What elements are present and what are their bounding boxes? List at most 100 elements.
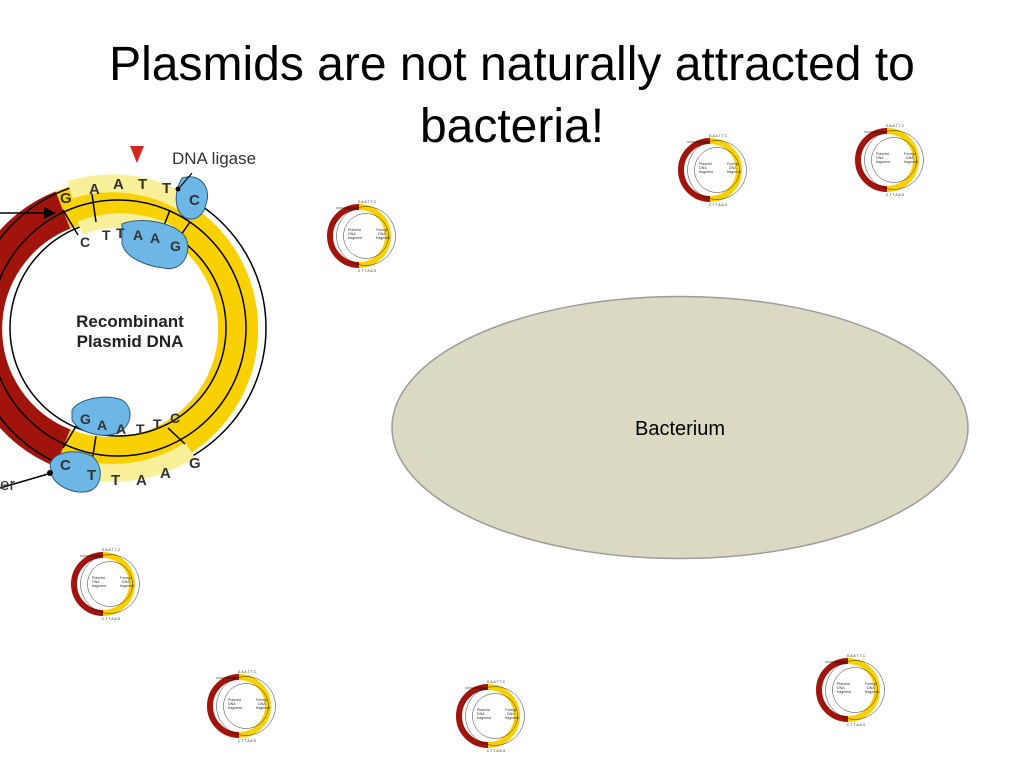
- base-letter: T: [116, 225, 125, 241]
- base-letter: A: [97, 417, 107, 433]
- base-letter: A: [150, 230, 160, 246]
- recombinant-plasmid-diagram: DNA ligase Recombinant Plasmid DNA er G …: [0, 146, 267, 494]
- dna-ligase-blob-top: [175, 176, 208, 220]
- base-letter: T: [138, 176, 147, 193]
- svg-text:DNA: DNA: [876, 156, 884, 160]
- small-plasmid-icon: G A A T T C C T T A A G Plasmid DNA frag…: [816, 654, 885, 727]
- svg-text:fragment: fragment: [92, 584, 106, 588]
- small-plasmid-icon: G A A T T C C T T A A G Plasmid DNA frag…: [855, 124, 924, 197]
- svg-text:Plasmid: Plasmid: [92, 576, 105, 580]
- base-letter: A: [160, 465, 171, 482]
- svg-text:Plasmid: Plasmid: [699, 162, 712, 166]
- base-letter: C: [80, 234, 90, 250]
- svg-text:G A A T T C: G A A T T C: [487, 680, 506, 684]
- slide-title-line1: Plasmids are not naturally attracted to: [109, 38, 915, 91]
- base-letter: G: [60, 190, 72, 207]
- svg-text:G A A T T C: G A A T T C: [358, 200, 377, 204]
- svg-text:G A A T T C: G A A T T C: [102, 548, 121, 552]
- svg-text:Foreign: Foreign: [256, 698, 268, 702]
- svg-text:Foreign: Foreign: [865, 682, 877, 686]
- svg-text:DNA: DNA: [507, 712, 515, 716]
- svg-text:DNA: DNA: [477, 712, 485, 716]
- base-letter: G: [189, 455, 201, 472]
- svg-text:fragment: fragment: [120, 584, 134, 588]
- svg-text:DNA: DNA: [378, 232, 386, 236]
- base-letter: C: [60, 457, 71, 474]
- svg-text:fragment: fragment: [904, 160, 918, 164]
- base-letter: T: [153, 416, 162, 432]
- svg-text:Foreign: Foreign: [904, 152, 916, 156]
- dna-ligase-blob-bottom-upper: [71, 396, 131, 436]
- svg-text:C T T A A G: C T T A A G: [886, 193, 905, 197]
- svg-text:fragment: fragment: [348, 236, 362, 240]
- svg-text:fragment: fragment: [256, 706, 270, 710]
- svg-text:DNA: DNA: [122, 580, 130, 584]
- svg-text:DNA: DNA: [906, 156, 914, 160]
- base-letter: T: [162, 180, 171, 197]
- svg-text:fragment: fragment: [727, 170, 741, 174]
- svg-text:Plasmid: Plasmid: [837, 682, 850, 686]
- svg-text:Plasmid: Plasmid: [348, 228, 361, 232]
- svg-text:Foreign: Foreign: [727, 162, 739, 166]
- svg-text:fragment: fragment: [477, 716, 491, 720]
- base-letter: A: [133, 227, 143, 243]
- svg-text:Foreign: Foreign: [376, 228, 388, 232]
- slide-title: Plasmids are not naturally attracted to …: [40, 34, 984, 158]
- base-letter: A: [113, 176, 124, 193]
- small-plasmid-icon: G A A T T C C T T A A G Plasmid DNA frag…: [456, 680, 525, 753]
- svg-text:G A A T T C: G A A T T C: [847, 654, 866, 658]
- dna-ligase-label: DNA ligase: [172, 149, 256, 168]
- base-letter: G: [170, 238, 181, 254]
- base-letter: C: [170, 410, 180, 426]
- svg-text:DNA: DNA: [258, 702, 266, 706]
- svg-text:fragment: fragment: [699, 170, 713, 174]
- base-letter: T: [102, 227, 111, 243]
- svg-text:fragment: fragment: [865, 690, 879, 694]
- svg-text:fragment: fragment: [376, 236, 390, 240]
- svg-text:DNA: DNA: [729, 166, 737, 170]
- svg-text:DNA: DNA: [228, 702, 236, 706]
- base-letter: A: [116, 421, 126, 437]
- center-label-line2: Plasmid DNA: [77, 332, 184, 351]
- svg-text:C T T A A G: C T T A A G: [238, 739, 257, 743]
- small-plasmid-icon: G A A T T C C T T A A G Plasmid DNA frag…: [327, 200, 396, 273]
- partial-left-label: er: [0, 475, 15, 494]
- svg-text:DNA: DNA: [699, 166, 707, 170]
- svg-text:G A A T T C: G A A T T C: [709, 134, 728, 138]
- bacterium-shape: [391, 295, 969, 560]
- svg-text:C T T A A G: C T T A A G: [358, 269, 377, 273]
- svg-text:fragment: fragment: [837, 690, 851, 694]
- center-label-line1: Recombinant: [76, 312, 184, 331]
- base-letter: T: [136, 421, 145, 437]
- svg-text:C T T A A G: C T T A A G: [847, 723, 866, 727]
- bacterium-label: Bacterium: [634, 418, 726, 440]
- svg-text:G A A T T C: G A A T T C: [886, 124, 905, 128]
- base-letter: T: [111, 472, 120, 489]
- svg-text:C T T A A G: C T T A A G: [487, 749, 506, 753]
- svg-text:DNA: DNA: [867, 686, 875, 690]
- svg-text:Foreign: Foreign: [505, 708, 517, 712]
- slide-title-line2: bacteria!: [419, 100, 605, 153]
- base-letter: A: [89, 181, 100, 198]
- base-letter: C: [189, 192, 200, 209]
- small-plasmid-icon: G A A T T C C T T A A G Plasmid DNA frag…: [71, 548, 140, 621]
- base-letter: T: [87, 467, 96, 484]
- plasmid-dna-arc: [0, 191, 71, 467]
- base-letter: G: [80, 411, 91, 427]
- svg-text:C T T A A G: C T T A A G: [709, 203, 728, 207]
- svg-text:Foreign: Foreign: [120, 576, 132, 580]
- dna-ligase-blob-bottom-lower: [49, 451, 101, 493]
- cut-site-marker-icon: [130, 146, 144, 163]
- small-plasmid-icon: G A A T T C C T T A A G Plasmid DNA frag…: [678, 134, 747, 207]
- small-plasmid-icon: G A A T T C C T T A A G Plasmid DNA frag…: [207, 670, 276, 743]
- svg-text:fragment: fragment: [505, 716, 519, 720]
- arrow-right-icon: [44, 207, 56, 219]
- svg-text:DNA: DNA: [837, 686, 845, 690]
- svg-text:fragment: fragment: [228, 706, 242, 710]
- dna-ligase-blob-middle: [121, 220, 189, 270]
- svg-text:DNA: DNA: [92, 580, 100, 584]
- svg-text:Plasmid: Plasmid: [228, 698, 241, 702]
- svg-text:Plasmid: Plasmid: [477, 708, 490, 712]
- base-letter: A: [136, 472, 147, 489]
- svg-text:Plasmid: Plasmid: [876, 152, 889, 156]
